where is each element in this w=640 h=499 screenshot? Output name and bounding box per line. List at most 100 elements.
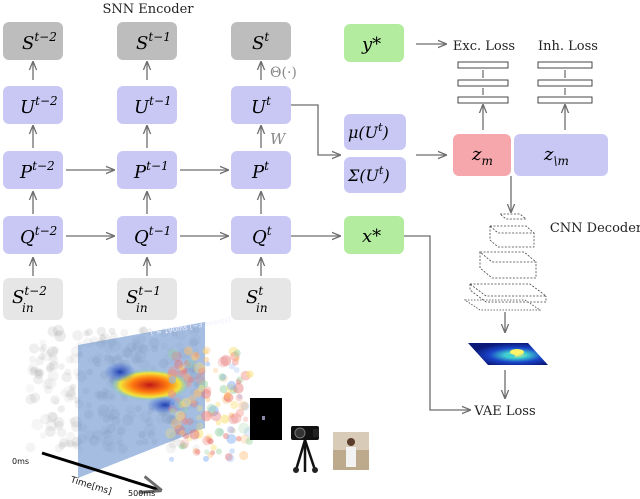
s-in-row: St−2 in St−1 in St in [3, 278, 291, 320]
sup-s-t: t [264, 30, 269, 44]
event-point [235, 408, 245, 418]
event-point [198, 367, 206, 375]
event-point [60, 389, 68, 398]
sup-sin-t: t [258, 284, 263, 298]
sub-sin-t: in [256, 301, 268, 315]
node-z-not-m [514, 134, 608, 176]
svg-text:St: St [246, 284, 263, 308]
event-point [182, 432, 190, 440]
event-point [72, 441, 79, 448]
event-point [46, 411, 58, 423]
event-point [48, 412, 58, 422]
event-frame-snapshot [250, 398, 282, 440]
node-y-star [344, 24, 404, 62]
sup-s-t-2: t−2 [34, 30, 57, 44]
event-point [233, 367, 240, 373]
event-point [140, 326, 148, 334]
event-point [46, 363, 55, 372]
event-point [215, 448, 222, 455]
label-p-t-2: P [19, 162, 33, 183]
event-point [207, 438, 214, 445]
event-point [69, 353, 81, 364]
sup-q-t-2: t−2 [35, 224, 58, 238]
event-point [180, 439, 190, 449]
event-point [50, 395, 60, 405]
event-point [197, 384, 205, 392]
event-point [210, 450, 215, 456]
label-p-t-1: P [133, 162, 147, 183]
event-point [38, 346, 46, 353]
node-s-t-1 [117, 22, 177, 60]
label-q-t-1: Q [134, 227, 149, 248]
node-u-t [231, 86, 291, 124]
node-u-t-2 [3, 86, 63, 124]
time-axis-arrow [41, 451, 160, 490]
sup-sin-t-1: t−1 [138, 284, 161, 298]
sup-s-t-1: t−1 [148, 30, 171, 44]
event-point [169, 408, 176, 414]
event-point [120, 328, 129, 337]
event-point [96, 326, 106, 337]
node-p-t [231, 151, 291, 189]
event-point [44, 426, 56, 437]
label-q-t-2: Q [20, 227, 35, 248]
svg-text:St−1: St−1 [136, 30, 171, 54]
event-point [177, 412, 187, 421]
event-point [184, 346, 193, 356]
event-point [201, 388, 211, 399]
node-sin-t-2 [3, 278, 63, 320]
svg-text:z\m: z\m [543, 144, 569, 168]
theta-label: Θ(·) [270, 65, 297, 81]
event-point [228, 363, 236, 370]
event-point [203, 386, 212, 395]
inh-loss-stack [537, 61, 593, 130]
event-point [215, 419, 222, 426]
sup-p-t: t [264, 159, 269, 173]
event-point [108, 327, 116, 335]
event-point [181, 397, 191, 408]
sub-z-not-m: \m [553, 154, 568, 168]
event-point [220, 414, 230, 424]
event-point [236, 435, 242, 442]
svg-text:Qt−2: Qt−2 [20, 224, 57, 248]
event-point [53, 417, 65, 428]
event-point [169, 399, 180, 409]
event-point [226, 434, 237, 444]
time-axis-label: Time[ms] [68, 475, 113, 497]
event-point [212, 367, 219, 374]
event-point [238, 422, 250, 434]
event-point [210, 444, 217, 451]
event-point [178, 401, 186, 408]
event-point [235, 379, 242, 385]
event-point [240, 402, 250, 411]
event-point [55, 331, 62, 338]
event-point [69, 384, 76, 392]
node-p-t-1 [117, 151, 177, 189]
event-point [203, 455, 209, 462]
label-sin-t-1: S [126, 287, 138, 308]
event-point [63, 385, 76, 398]
event-point [58, 441, 66, 450]
event-point [185, 358, 196, 369]
event-point [67, 440, 75, 448]
svg-text:St: St [252, 30, 269, 54]
event-point [231, 428, 237, 434]
svg-text:St−2: St−2 [22, 30, 57, 54]
event-point [174, 399, 184, 409]
event-point [29, 367, 37, 375]
svg-text:μ(Ut): μ(Ut) [348, 121, 389, 142]
node-p-t-2 [3, 151, 63, 189]
event-point [40, 413, 51, 425]
label-p-t: P [251, 162, 265, 183]
svg-text:Ut−2: Ut−2 [20, 94, 58, 118]
exc-loss-stack [457, 61, 509, 130]
event-point [191, 354, 198, 360]
event-point [69, 383, 77, 391]
svg-text:St−1: St−1 [126, 284, 161, 308]
event-point [224, 453, 233, 461]
u-to-latent-connector [291, 104, 340, 155]
event-point [193, 362, 205, 374]
event-point [64, 439, 73, 448]
event-point [34, 369, 44, 379]
svg-text:Pt−1: Pt−1 [133, 159, 169, 183]
